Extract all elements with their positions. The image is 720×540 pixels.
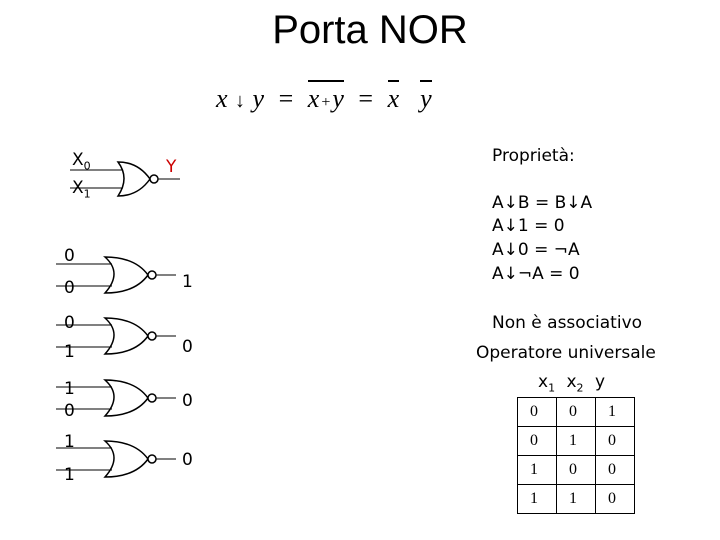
formula-mid-x: x	[307, 84, 320, 113]
ex2-input-b: 1	[64, 342, 75, 362]
table-cell: 0	[595, 426, 635, 456]
ex3-output: 0	[182, 391, 193, 411]
nor-gate-main	[70, 161, 180, 197]
property-and-one: A↓1 = 0	[492, 216, 565, 236]
formula-negated-sum: x+y	[307, 80, 344, 114]
formula-rhs-y: y	[420, 80, 432, 114]
main-output-y: Y	[166, 157, 177, 177]
nor-formula: x ↓ y = x+y = x y	[216, 80, 432, 114]
properties-heading: Proprietà:	[492, 146, 575, 166]
truth-table: 0 0 1 0 1 0 1 0 0 1 1 0	[517, 397, 635, 514]
table-cell: 1	[517, 484, 557, 514]
table-cell: 1	[517, 455, 557, 485]
table-cell: 1	[556, 484, 596, 514]
table-cell: 1	[595, 397, 635, 427]
table-row: 0 1 0	[517, 426, 635, 456]
formula-arrow: ↓	[235, 90, 246, 112]
nor-gate-main-bubble	[149, 174, 159, 184]
property-and-zero: A↓0 = ¬A	[492, 240, 580, 260]
ex3-input-b: 0	[64, 401, 75, 421]
ex4-input-b: 1	[64, 465, 75, 485]
formula-mid-y: y	[332, 84, 344, 113]
ex4-input-a: 1	[64, 432, 75, 452]
property-commutative: A↓B = B↓A	[492, 193, 593, 213]
table-cell: 1	[556, 426, 596, 456]
ex3-input-a: 1	[64, 379, 75, 399]
nor-gate-ex4	[56, 440, 176, 478]
nor-gate-ex2	[56, 317, 176, 355]
formula-plus: +	[321, 94, 331, 111]
nor-gate-ex1	[56, 256, 176, 294]
table-cell: 0	[595, 484, 635, 514]
ex1-input-b: 0	[64, 278, 75, 298]
page-title: Porta NOR	[272, 8, 468, 52]
table-row: 1 1 0	[517, 484, 635, 514]
ex1-input-a: 0	[64, 246, 75, 266]
formula-lhs-x: x	[216, 84, 228, 113]
table-row: 0 0 1	[517, 397, 635, 427]
formula-lhs-y: y	[252, 84, 265, 113]
main-input-x0: X0	[72, 150, 91, 173]
ex4-output: 0	[182, 450, 193, 470]
note-universal: Operatore universale	[476, 343, 656, 363]
table-cell: 0	[517, 426, 557, 456]
table-cell: 0	[595, 455, 635, 485]
formula-rhs-x: x	[387, 80, 400, 114]
nor-gate-ex3	[56, 379, 176, 417]
formula-eq1: =	[278, 84, 294, 113]
property-and-not: A↓¬A = 0	[492, 264, 580, 284]
ex1-output: 1	[182, 272, 193, 292]
table-cell: 0	[517, 397, 557, 427]
table-cell: 0	[556, 397, 596, 427]
table-row: 1 0 0	[517, 455, 635, 485]
ex2-output: 0	[182, 337, 193, 357]
main-input-x1: X1	[72, 178, 91, 201]
truth-table-header: x1 x2 y	[538, 372, 605, 395]
note-not-associative: Non è associativo	[492, 313, 643, 333]
table-cell: 0	[556, 455, 596, 485]
nor-gate-main-body	[116, 161, 151, 197]
ex2-input-a: 0	[64, 313, 75, 333]
formula-eq2: =	[358, 84, 374, 113]
